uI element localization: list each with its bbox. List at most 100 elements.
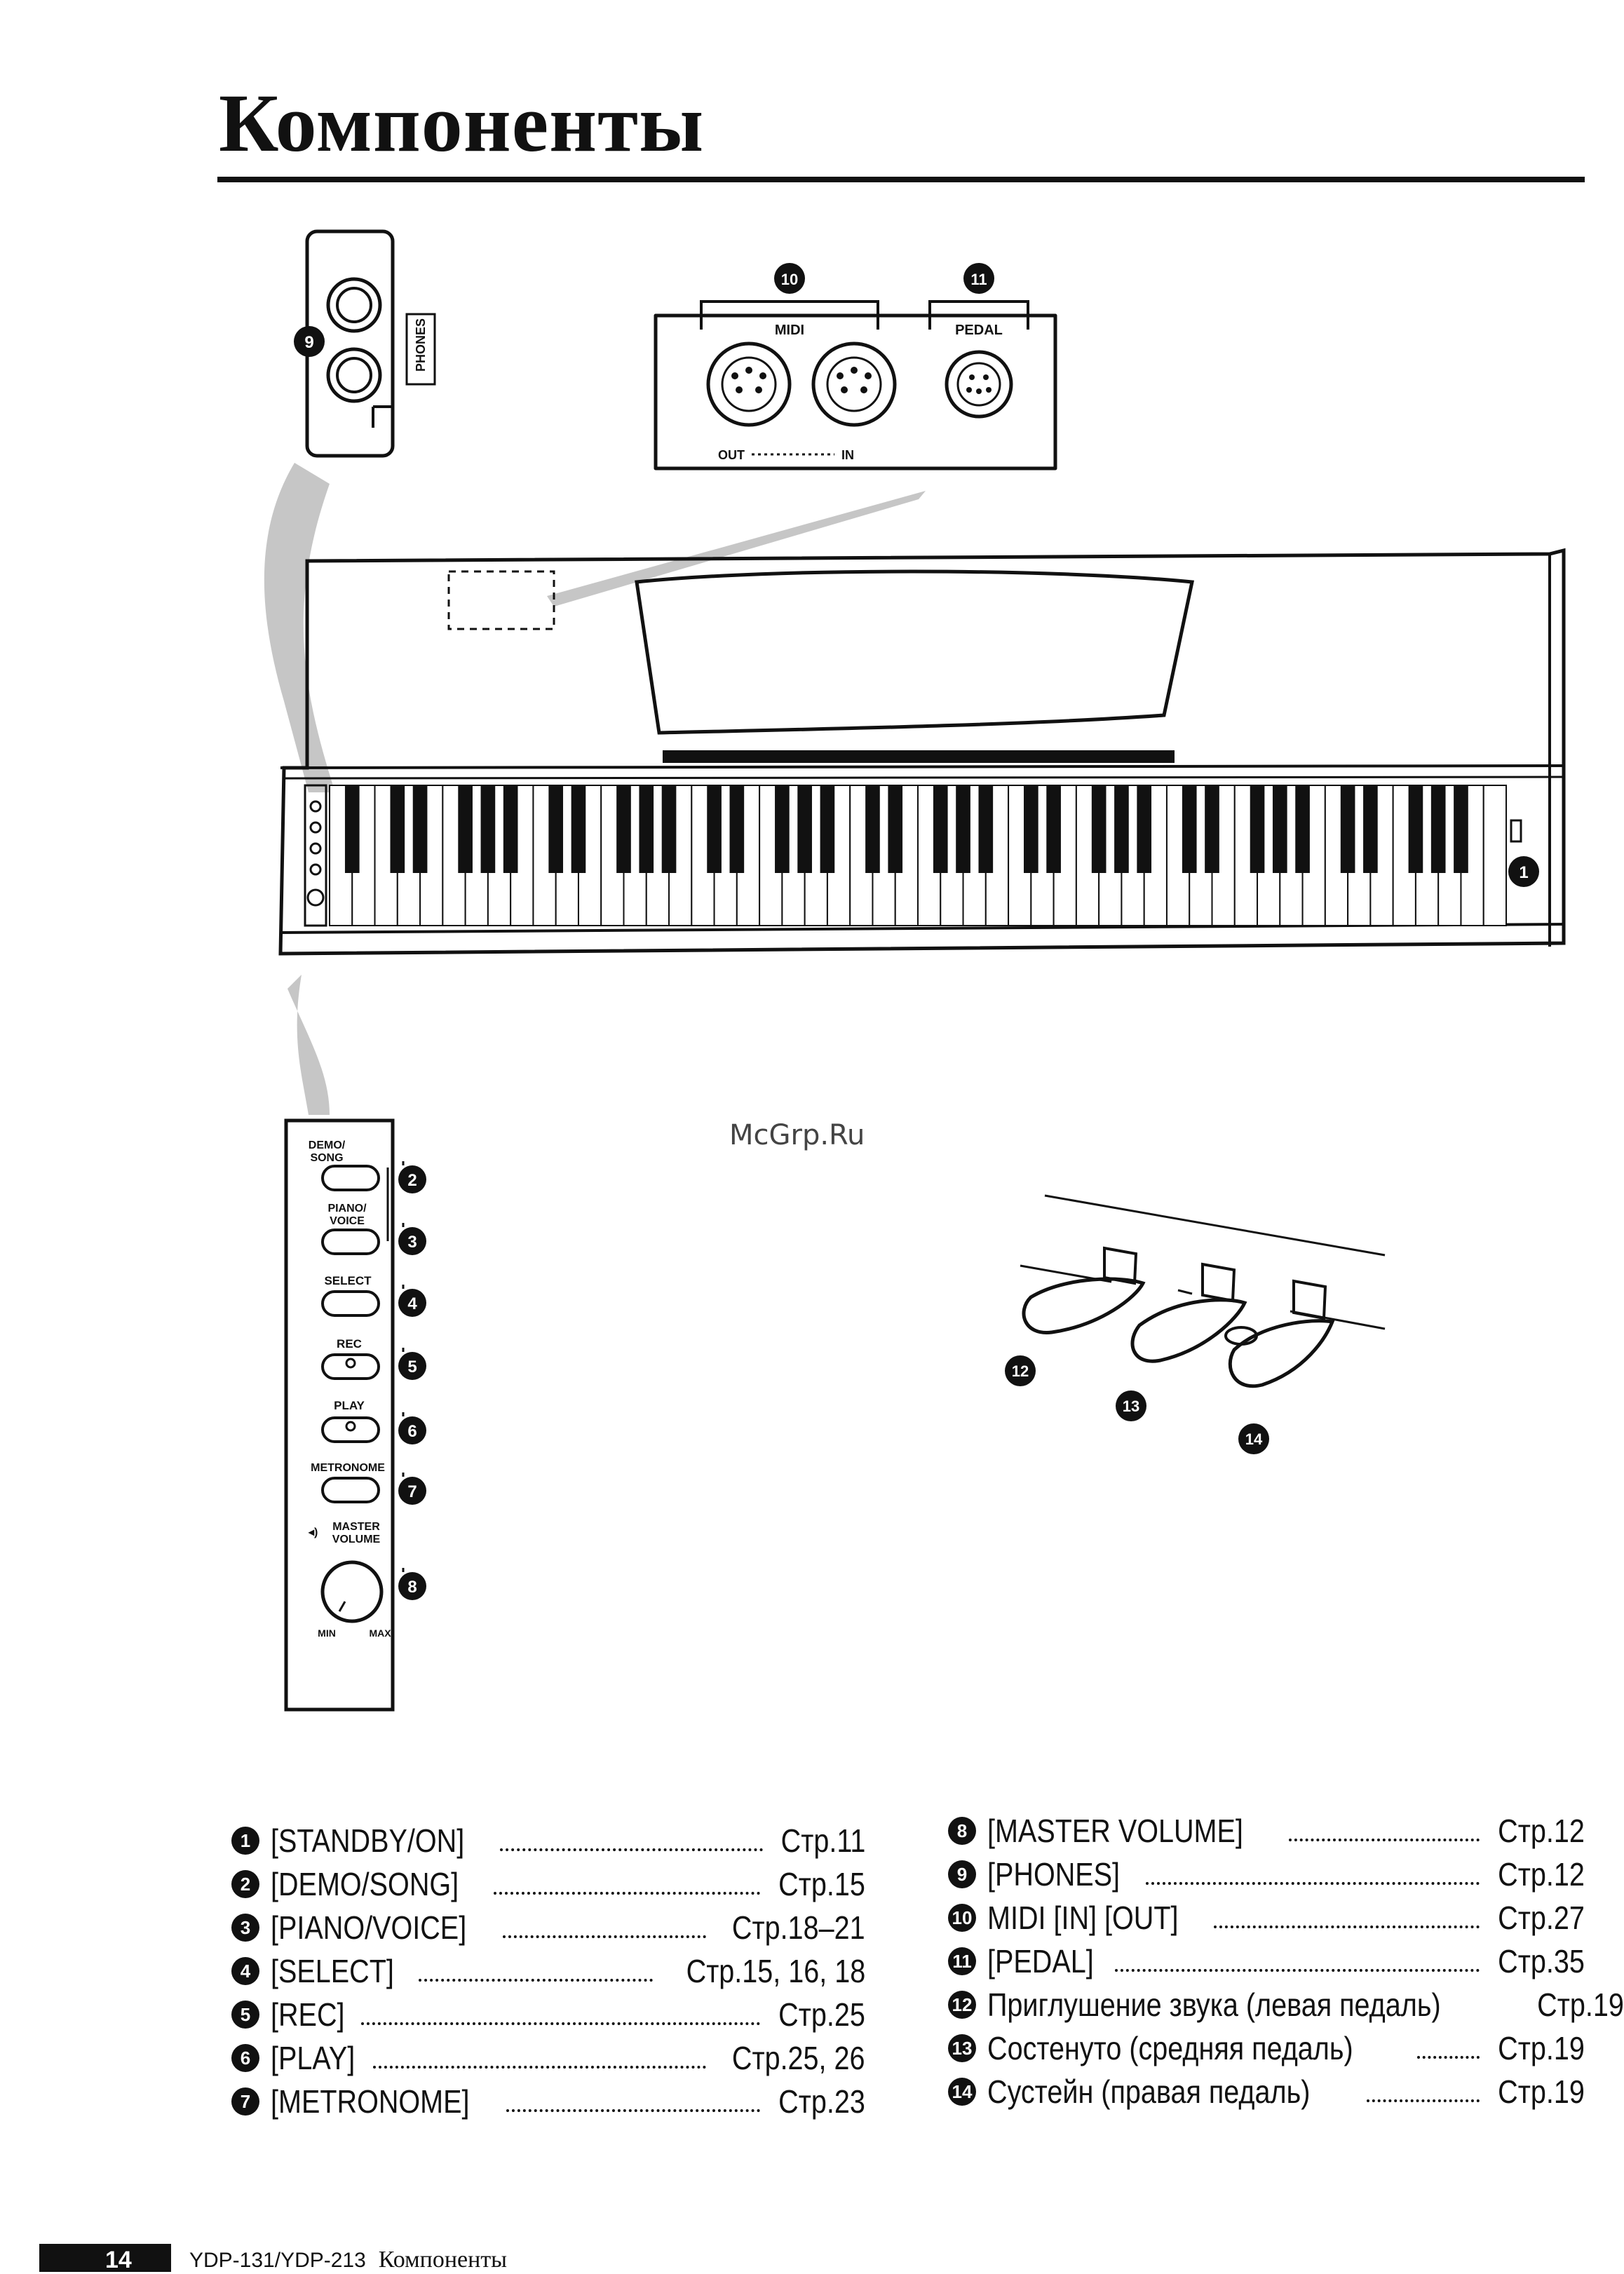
svg-text:13: 13: [1123, 1397, 1139, 1415]
component-name: [PIANO/VOICE]: [271, 1909, 467, 1946]
callout-2: 2: [398, 1161, 426, 1193]
black-key[interactable]: [820, 785, 835, 873]
black-key[interactable]: [1363, 785, 1378, 873]
footer-model: YDP-131/YDP-213: [189, 2249, 366, 2272]
component-name: Состенуто (средняя педаль): [987, 2030, 1353, 2066]
rear-panel-location: [447, 570, 555, 630]
select-button[interactable]: [321, 1290, 380, 1317]
callout-4: 4: [398, 1285, 426, 1317]
black-key[interactable]: [639, 785, 654, 873]
component-name: [METRONOME]: [271, 2083, 470, 2120]
component-row: 11[PEDAL]Стр.35: [948, 1940, 1585, 1983]
demo-song-button[interactable]: [321, 1165, 380, 1191]
midi-out-port[interactable]: [706, 341, 792, 427]
white-key[interactable]: [1482, 785, 1507, 926]
right-pedal[interactable]: [1224, 1279, 1335, 1388]
keyboard[interactable]: [329, 785, 1507, 926]
black-key[interactable]: [1340, 785, 1355, 873]
black-key[interactable]: [1137, 785, 1152, 873]
left-pedal[interactable]: [1022, 1246, 1146, 1334]
black-key[interactable]: [480, 785, 496, 873]
dot-leader: [506, 2109, 761, 2112]
black-key[interactable]: [775, 785, 790, 873]
pedal-port[interactable]: [945, 350, 1013, 419]
component-page-ref: Стр.15, 16, 18: [686, 1953, 865, 1989]
black-key[interactable]: [1205, 785, 1219, 873]
component-page-ref: Стр.12: [1498, 1856, 1585, 1893]
dot-leader: [1213, 1926, 1480, 1928]
svg-text:2: 2: [407, 1171, 417, 1190]
black-key[interactable]: [616, 785, 631, 873]
black-key[interactable]: [390, 785, 405, 873]
rec-button[interactable]: [321, 1353, 380, 1380]
black-key[interactable]: [797, 785, 812, 873]
component-name: [PLAY]: [271, 2040, 356, 2076]
black-key[interactable]: [888, 785, 903, 873]
piano-voice-button[interactable]: [321, 1229, 380, 1255]
black-key[interactable]: [1046, 785, 1061, 873]
black-key[interactable]: [1295, 785, 1310, 873]
black-key[interactable]: [1430, 785, 1446, 873]
master-volume-knob[interactable]: [320, 1560, 384, 1623]
component-page-ref: Стр.18–21: [732, 1909, 865, 1946]
play-button[interactable]: [321, 1416, 380, 1443]
black-key[interactable]: [956, 785, 970, 873]
component-row: 9[PHONES]Стр.12: [948, 1853, 1585, 1896]
metronome-button[interactable]: [321, 1477, 380, 1503]
black-key[interactable]: [1454, 785, 1468, 873]
black-key[interactable]: [1408, 785, 1423, 873]
component-name: MIDI [IN] [OUT]: [987, 1900, 1179, 1936]
play-label: PLAY: [334, 1399, 365, 1412]
component-page-ref: Стр.23: [778, 2083, 865, 2120]
black-key[interactable]: [571, 785, 586, 873]
black-key[interactable]: [412, 785, 428, 873]
component-page-ref: Стр.19: [1498, 2030, 1585, 2066]
svg-text:SONG: SONG: [310, 1152, 343, 1164]
dot-leader: [418, 1979, 653, 1982]
footer-section: Компоненты: [378, 2247, 508, 2273]
black-key[interactable]: [1114, 785, 1129, 873]
component-row: 4[SELECT]Стр.15, 16, 18: [231, 1949, 865, 1993]
black-key[interactable]: [707, 785, 722, 873]
callout-1: 1: [1508, 856, 1539, 887]
dot-leader: [1115, 1969, 1480, 1972]
midi-in-port[interactable]: [811, 341, 897, 427]
rec-label: REC: [337, 1337, 362, 1351]
music-rest-slot: [663, 750, 1175, 763]
out-label: OUT: [718, 448, 745, 462]
black-key[interactable]: [1250, 785, 1265, 873]
black-key[interactable]: [661, 785, 677, 873]
black-key[interactable]: [548, 785, 564, 873]
svg-text:MASTER: MASTER: [332, 1521, 380, 1533]
component-name: [DEMO/SONG]: [271, 1866, 459, 1902]
min-label: MIN: [318, 1627, 336, 1639]
black-key[interactable]: [1272, 785, 1287, 873]
black-key[interactable]: [865, 785, 880, 873]
control-strip: [304, 784, 327, 927]
black-key[interactable]: [978, 785, 994, 873]
phones-jack-top[interactable]: [326, 277, 382, 333]
component-number-badge: 8: [948, 1817, 976, 1845]
dot-leader: [500, 1848, 763, 1851]
black-key[interactable]: [1024, 785, 1038, 873]
black-key[interactable]: [933, 785, 948, 873]
black-key[interactable]: [458, 785, 473, 873]
black-key[interactable]: [503, 785, 518, 873]
dot-leader: [1145, 1882, 1480, 1885]
component-page-ref: Стр.25, 26: [732, 2040, 865, 2076]
black-key[interactable]: [1182, 785, 1197, 873]
phones-label: PHONES: [414, 318, 428, 372]
component-row: 2[DEMO/SONG]Стр.15: [231, 1862, 865, 1906]
svg-text:3: 3: [407, 1233, 417, 1252]
speaker-icon: ◂): [308, 1527, 318, 1538]
black-key[interactable]: [729, 785, 745, 873]
component-number-badge: 6: [231, 2044, 259, 2072]
middle-pedal[interactable]: [1130, 1262, 1247, 1363]
phones-jack-bottom[interactable]: [326, 347, 382, 403]
black-key[interactable]: [1091, 785, 1107, 873]
black-key[interactable]: [344, 785, 360, 873]
